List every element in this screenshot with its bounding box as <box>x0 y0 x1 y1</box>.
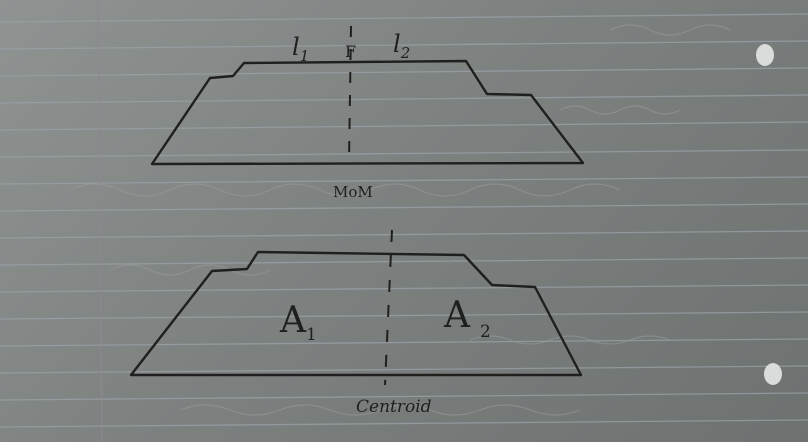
top-trapezoid-sketch: l1 F l2 MoM <box>150 25 585 201</box>
bottom-label-a1: A1 <box>279 300 317 345</box>
bottom-symmetry-axis <box>384 229 393 386</box>
margin-line <box>97 0 103 442</box>
bottom-trapezoid-outline <box>129 250 583 377</box>
binder-hole-top <box>756 44 774 66</box>
top-caption-mom: MoM <box>333 183 373 201</box>
top-label-f: F <box>345 42 356 61</box>
ruled-lines <box>0 13 808 428</box>
bottom-caption-centroid: Centroid <box>356 397 432 417</box>
top-label-l1: l1 <box>292 33 309 65</box>
binder-hole-bottom <box>764 363 782 385</box>
top-trapezoid-outline <box>150 59 585 166</box>
bleed-through-writing <box>69 24 731 416</box>
top-label-l2: l2 <box>393 30 410 62</box>
